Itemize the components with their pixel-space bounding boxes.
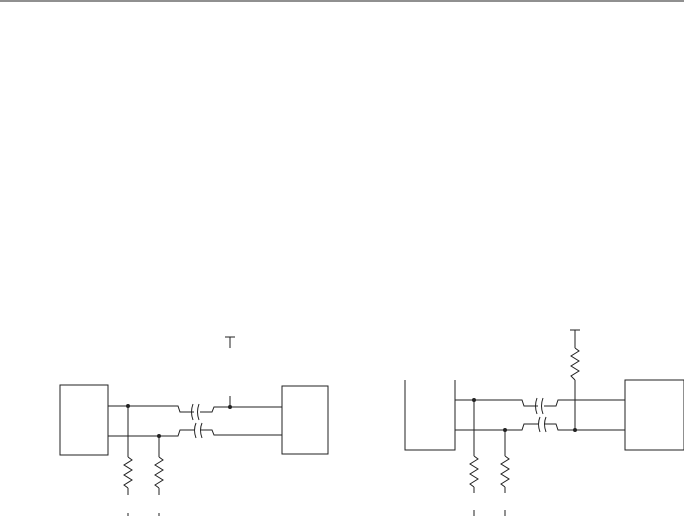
right-bus-line-upper [455, 397, 625, 415]
left-resistor-1 [123, 406, 133, 516]
left-device-a [59, 384, 109, 456]
right-resistor-1 [469, 400, 479, 516]
left-bus-line-upper [108, 403, 282, 421]
right-bus-line-lower [455, 416, 625, 433]
left-pull-up-terminal [225, 336, 235, 409]
left-resistor-2 [154, 436, 164, 516]
left-device-b [281, 385, 329, 455]
right-pull-up-resistor [570, 329, 580, 430]
left-circuit [59, 336, 329, 516]
right-resistor-2 [500, 430, 510, 516]
right-device-b [624, 379, 684, 451]
right-circuit [404, 329, 684, 516]
right-device-a [404, 380, 456, 451]
left-bus-line-lower [108, 422, 282, 439]
